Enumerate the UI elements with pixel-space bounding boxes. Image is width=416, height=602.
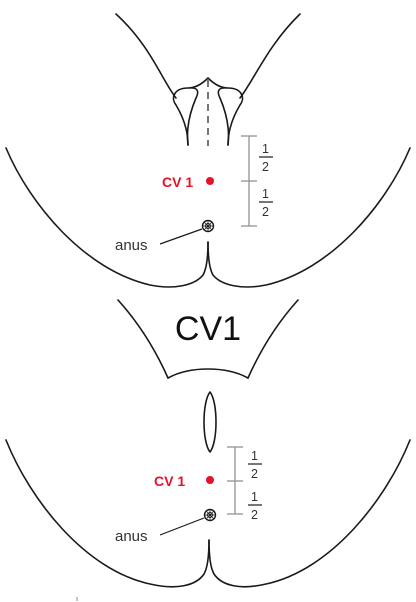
- upper-fraction-bottom-denominator: 2: [262, 205, 269, 219]
- lower-fraction-top-denominator: 2: [251, 467, 258, 481]
- lower-right-thigh-line: [247, 299, 299, 379]
- lower-cv1-point: [206, 476, 214, 484]
- lower-left-thigh-line: [117, 299, 169, 379]
- lower-anus-label: anus: [115, 528, 148, 545]
- upper-view: 1 2 1 2 CV 1 anus: [5, 13, 411, 288]
- upper-cv1-point: [206, 177, 214, 185]
- lower-cv1-label: CV 1: [154, 473, 185, 489]
- pubic-arc: [167, 368, 249, 379]
- lower-fraction-top-numerator: 1: [251, 449, 258, 463]
- lower-anus-leader: [159, 517, 205, 536]
- upper-right-buttock: [207, 147, 411, 288]
- lower-proportion-scale: [227, 446, 243, 515]
- vulva-outline: [203, 391, 217, 453]
- upper-cv1-label: CV 1: [162, 174, 193, 190]
- diagram-title: CV1: [175, 310, 241, 348]
- upper-anus-leader: [159, 228, 203, 245]
- upper-fraction-top-numerator: 1: [262, 142, 269, 156]
- upper-left-thigh-line: [115, 13, 177, 99]
- upper-anus-label: anus: [115, 237, 148, 254]
- upper-fraction-bottom-numerator: 1: [262, 187, 269, 201]
- upper-fraction-top-denominator: 2: [262, 160, 269, 174]
- lower-fraction-bottom-denominator: 2: [251, 508, 258, 522]
- lower-left-buttock: [5, 439, 210, 588]
- lower-view: 1 2 1 2 CV 1 anus: [5, 299, 411, 601]
- upper-right-thigh-line: [239, 13, 301, 99]
- upper-left-buttock: [5, 147, 209, 288]
- scrotum-inner-left: [186, 87, 199, 146]
- upper-proportion-scale: [241, 135, 257, 227]
- lower-anus-icon: [203, 508, 217, 522]
- scrotum-inner-right: [217, 87, 230, 146]
- upper-anus-icon: [201, 219, 215, 233]
- lower-right-buttock: [208, 439, 411, 588]
- lower-fraction-bottom-numerator: 1: [251, 490, 258, 504]
- scrotum-outline: [172, 77, 244, 146]
